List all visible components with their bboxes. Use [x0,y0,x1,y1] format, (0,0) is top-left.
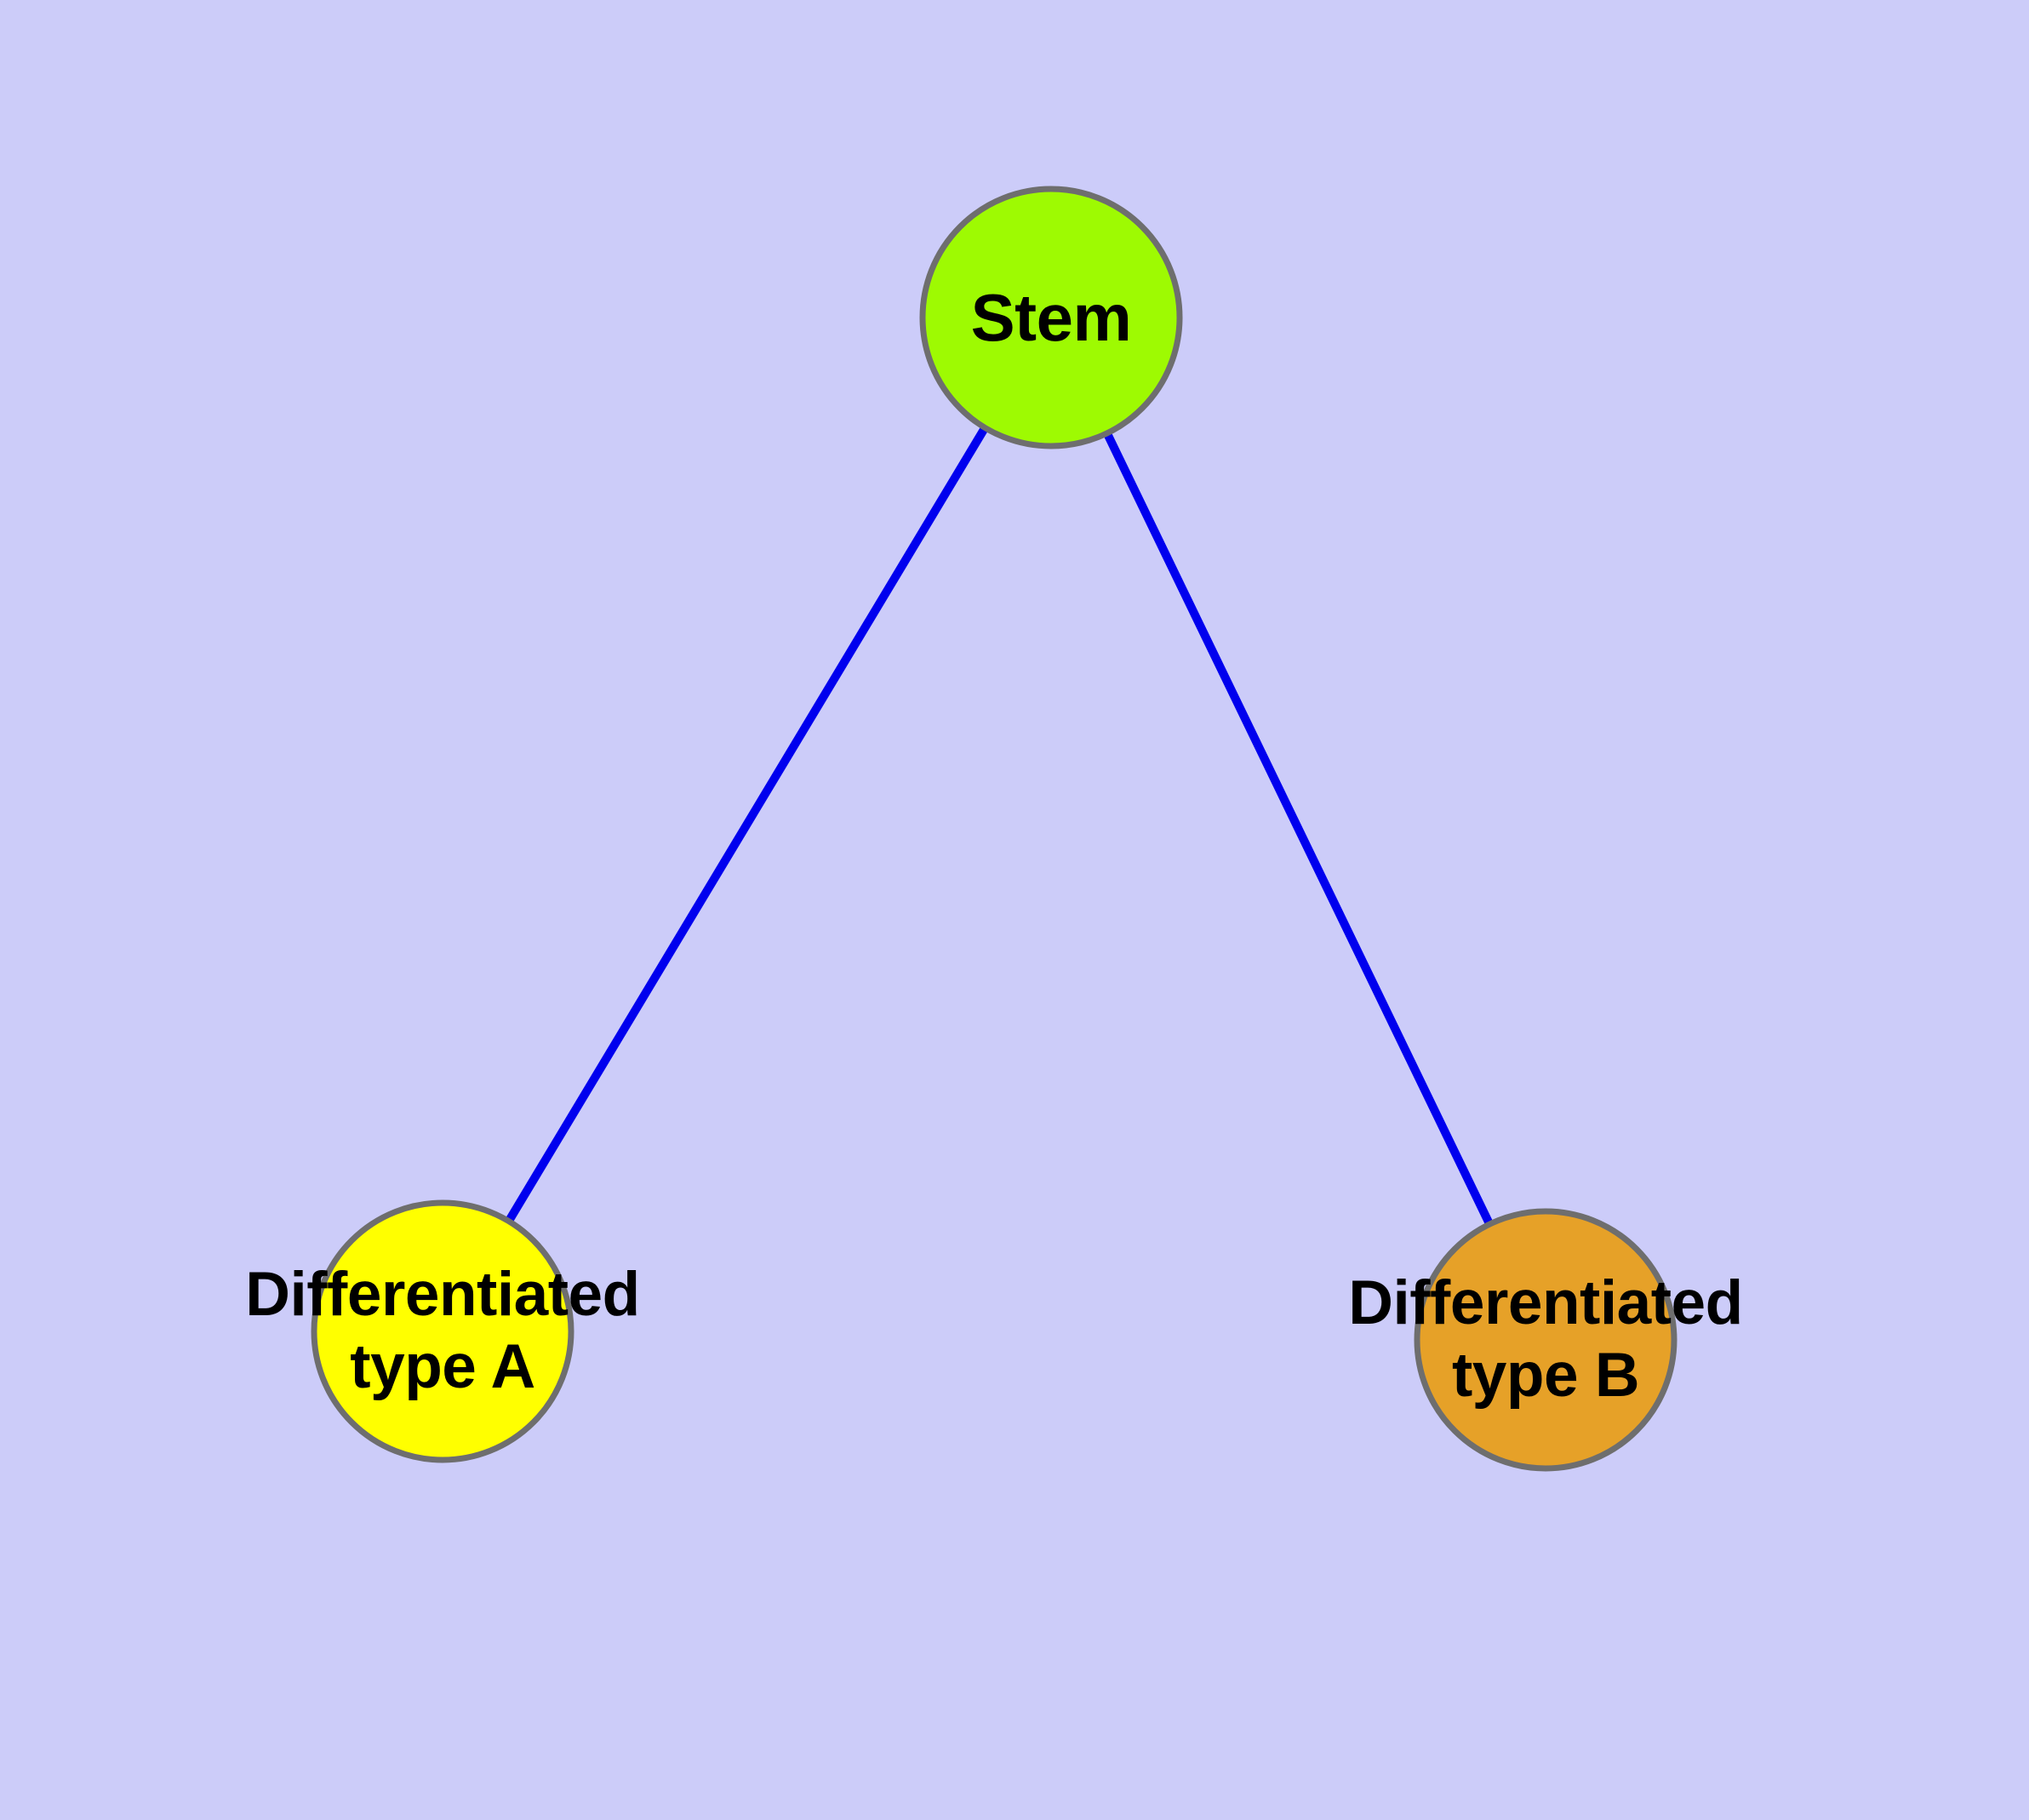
edge-stem-to-diff-b[interactable] [1047,315,1550,1342]
node-stem-circle[interactable] [919,186,1183,449]
edge-layer [438,315,1550,1342]
node-layer [311,186,1677,1472]
node-diff-b-circle[interactable] [1414,1208,1677,1472]
node-diff-a-circle[interactable] [311,1199,574,1463]
edge-stem-to-diff-a[interactable] [438,315,1055,1334]
